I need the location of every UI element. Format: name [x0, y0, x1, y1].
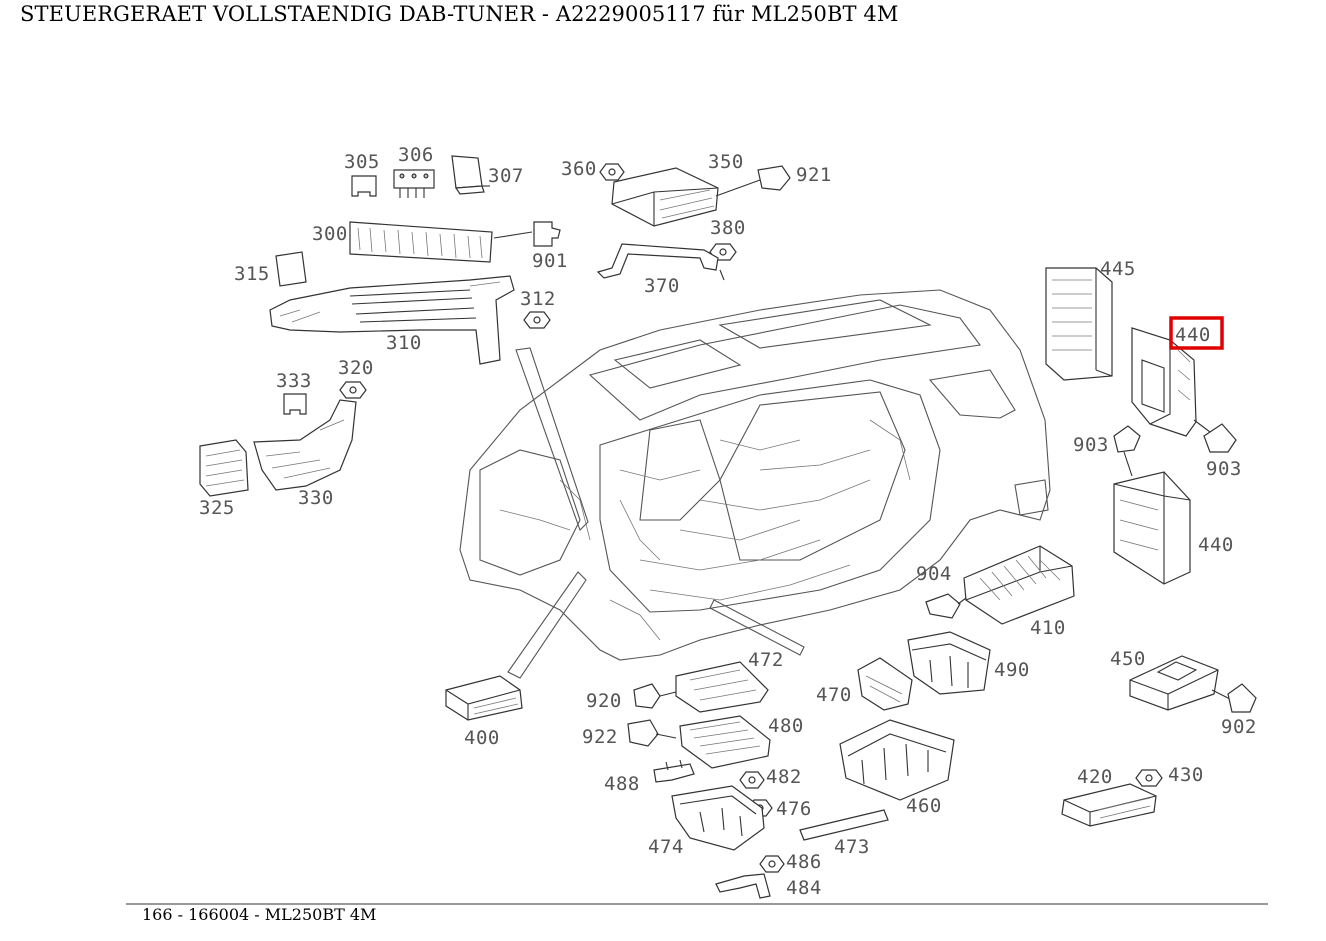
part-922-cover	[627, 719, 677, 747]
label-310: 310	[386, 332, 422, 354]
part-904-cover	[925, 593, 967, 619]
part-410-amplifier	[963, 545, 1075, 625]
part-490-tray	[907, 631, 991, 695]
label-482: 482	[766, 766, 802, 788]
label-460: 460	[906, 795, 942, 817]
label-474: 474	[648, 836, 684, 858]
part-300-fuse-box	[349, 221, 533, 263]
label-410: 410	[1030, 617, 1066, 639]
label-903-right: 903	[1206, 458, 1242, 480]
part-445-module	[1045, 267, 1113, 381]
part-903-cover-left	[1113, 425, 1141, 477]
label-901: 901	[532, 250, 568, 272]
label-486: 486	[786, 851, 822, 873]
label-430: 430	[1168, 764, 1204, 786]
label-450: 450	[1110, 648, 1146, 670]
label-484: 484	[786, 877, 822, 899]
label-400: 400	[464, 727, 500, 749]
label-440-highlighted: 440	[1175, 324, 1211, 346]
part-484-bracket	[715, 873, 771, 899]
label-325: 325	[199, 497, 235, 519]
label-440: 440	[1198, 534, 1234, 556]
part-902-cover	[1227, 683, 1257, 713]
label-306: 306	[398, 144, 434, 166]
label-350: 350	[708, 151, 744, 173]
label-488: 488	[604, 773, 640, 795]
label-476: 476	[776, 798, 812, 820]
part-306-connector	[393, 169, 435, 198]
part-474-tray	[671, 785, 765, 851]
car-body-shell	[459, 289, 1051, 679]
label-473: 473	[834, 836, 870, 858]
part-330-bracket	[253, 399, 357, 491]
part-901-cover	[533, 221, 561, 247]
part-310-carrier	[269, 275, 515, 365]
part-440-dab-tuner-lower	[1113, 471, 1191, 585]
label-307: 307	[488, 165, 524, 187]
label-305: 305	[344, 151, 380, 173]
part-482-nut	[739, 771, 765, 789]
part-440-dab-tuner-top	[1131, 327, 1211, 437]
label-300: 300	[312, 223, 348, 245]
part-486-nut	[759, 855, 785, 873]
part-488-clip	[653, 759, 695, 783]
part-325-module	[199, 439, 249, 497]
highlight-box-440	[1169, 316, 1224, 350]
label-472: 472	[748, 649, 784, 671]
label-445: 445	[1100, 258, 1136, 280]
label-922: 922	[582, 726, 618, 748]
label-903-left: 903	[1073, 434, 1109, 456]
label-312: 312	[520, 288, 556, 310]
label-315: 315	[234, 263, 270, 285]
part-430-nut	[1135, 769, 1163, 787]
part-400-module	[445, 675, 523, 721]
part-470-holder	[857, 657, 913, 711]
part-473-strip	[799, 809, 889, 841]
label-420: 420	[1077, 766, 1113, 788]
part-450-module	[1129, 655, 1233, 711]
label-380: 380	[710, 217, 746, 239]
part-420-module	[1061, 783, 1157, 827]
label-360: 360	[561, 158, 597, 180]
part-320-nut	[339, 381, 367, 399]
label-490: 490	[994, 659, 1030, 681]
part-472-module	[675, 661, 769, 713]
label-330: 330	[298, 487, 334, 509]
label-470: 470	[816, 684, 852, 706]
part-370-bracket	[596, 243, 725, 281]
part-315-relay	[275, 251, 307, 287]
label-370: 370	[644, 275, 680, 297]
part-305-fuse	[351, 175, 377, 197]
part-460-tray	[839, 719, 955, 801]
part-380-nut	[709, 243, 737, 261]
footer-caption: 166 - 166004 - ML250BT 4M	[142, 905, 377, 924]
part-333-fuse	[283, 393, 307, 415]
label-920: 920	[586, 690, 622, 712]
part-903-cover-right	[1203, 423, 1237, 453]
label-320: 320	[338, 357, 374, 379]
label-904: 904	[916, 563, 952, 585]
part-921-cover	[757, 165, 791, 191]
label-921: 921	[796, 164, 832, 186]
part-360-nut	[599, 163, 625, 181]
part-480-amplifier	[679, 715, 771, 769]
part-307-relay	[451, 155, 490, 195]
part-350-module	[611, 167, 761, 227]
footer-divider	[126, 903, 1268, 905]
part-920-cover	[633, 683, 677, 709]
page-title: STEUERGERAET VOLLSTAENDIG DAB-TUNER - A2…	[20, 2, 899, 26]
part-312-nut	[523, 311, 551, 329]
label-480: 480	[768, 715, 804, 737]
label-333: 333	[276, 370, 312, 392]
label-902: 902	[1221, 716, 1257, 738]
